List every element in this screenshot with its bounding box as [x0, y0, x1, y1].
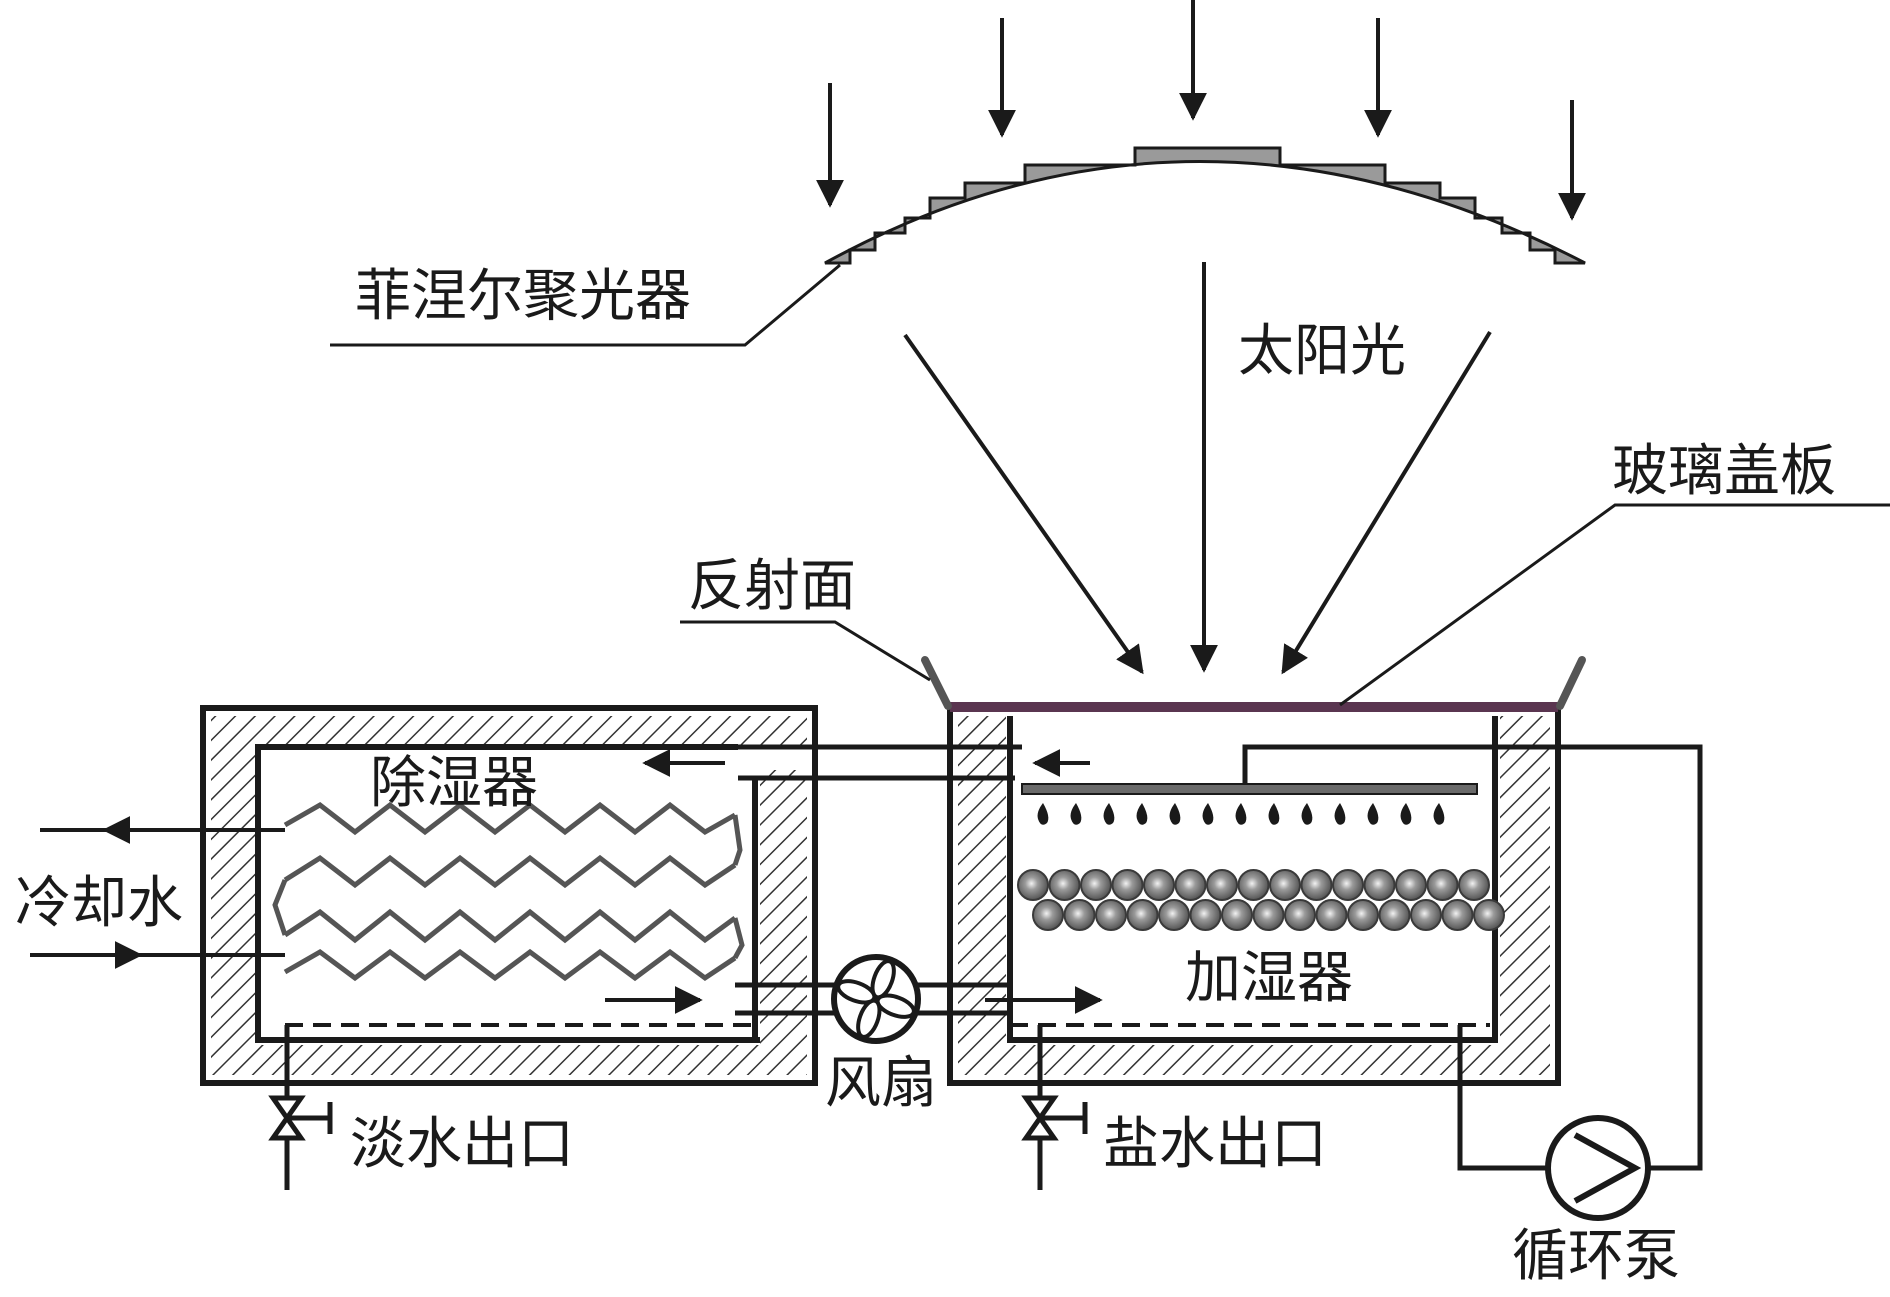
label-glass-cover: 玻璃盖板	[1612, 439, 1836, 504]
packing-tube	[1048, 869, 1081, 901]
condenser-coil	[272, 801, 745, 982]
label-reflector: 反射面	[688, 554, 856, 619]
water-droplet	[1103, 803, 1115, 825]
packing-tube	[1315, 899, 1348, 931]
packing-tube	[1206, 869, 1238, 901]
packing-tube	[1080, 869, 1112, 901]
packing-tube	[1111, 869, 1144, 901]
pump-icon	[1545, 1115, 1651, 1221]
packing-tube	[1378, 899, 1411, 931]
incoming-sunlight-arrows	[816, 0, 1586, 221]
packing-tube	[1095, 899, 1127, 931]
water-droplet	[1070, 803, 1082, 825]
label-humidifier: 加湿器	[1185, 946, 1353, 1011]
packing-tubes	[1017, 869, 1505, 931]
water-droplet	[1367, 803, 1379, 825]
packing-tube	[1410, 899, 1442, 931]
packing-tube	[1269, 869, 1301, 901]
label-fresh-water-outlet: 淡水出口	[350, 1112, 574, 1177]
leader-lines	[330, 263, 1890, 707]
water-droplet	[1301, 803, 1313, 825]
packing-tube	[1189, 899, 1222, 931]
focused-ray-arrow	[1281, 330, 1492, 675]
packing-tube	[1441, 899, 1474, 931]
water-droplet	[1268, 803, 1280, 825]
leader-fresnel	[330, 263, 841, 347]
spray-bar	[1021, 744, 1703, 1171]
concentrated-rays	[903, 262, 1492, 675]
packing-tube	[1395, 869, 1427, 901]
packing-tube	[1221, 899, 1253, 931]
packing-tube	[1252, 899, 1285, 931]
water-droplet	[1433, 803, 1445, 825]
water-droplet	[1136, 803, 1148, 825]
leader-glass-cover	[1339, 503, 1890, 707]
glass-cover	[950, 702, 1558, 712]
label-dehumidifier: 除湿器	[370, 751, 538, 816]
label-circulation-pump: 循环泵	[1512, 1224, 1680, 1289]
water-droplets	[1037, 803, 1445, 825]
water-droplet	[1202, 803, 1214, 825]
packing-tube	[1426, 869, 1459, 901]
packing-tube	[1143, 869, 1175, 901]
upper-air-duct	[738, 744, 1022, 781]
label-cooling-water: 冷却水	[15, 871, 183, 936]
dehumidifier-chamber	[200, 705, 818, 1086]
water-droplet	[1400, 803, 1412, 825]
packing-tube	[1063, 899, 1096, 931]
water-droplet	[1235, 803, 1247, 825]
valve-icon	[268, 1095, 333, 1141]
leader-reflector	[680, 620, 931, 682]
recirculation-line	[1457, 1025, 1548, 1171]
packing-tube	[1237, 869, 1270, 901]
reflector-right	[1556, 656, 1586, 710]
valve-icon	[1021, 1095, 1088, 1141]
packing-tube	[1284, 899, 1316, 931]
reflector-left	[921, 656, 952, 710]
packing-tube	[1347, 899, 1379, 931]
label-fresnel-concentrator: 菲涅尔聚光器	[355, 264, 691, 329]
label-brine-outlet: 盐水出口	[1103, 1112, 1327, 1177]
packing-tube	[1174, 869, 1207, 901]
water-droplet	[1169, 803, 1181, 825]
packing-tube	[1458, 869, 1490, 901]
label-sunlight: 太阳光	[1238, 319, 1406, 384]
reflector-surfaces	[921, 656, 1586, 710]
packing-tube	[1473, 899, 1505, 931]
fan-icon	[831, 954, 921, 1044]
focused-ray-arrow	[903, 333, 1144, 675]
packing-tube	[1332, 869, 1364, 901]
fresnel-lens	[824, 146, 1586, 265]
packing-tube	[1126, 899, 1159, 931]
packing-tube	[1363, 869, 1396, 901]
water-droplet	[1037, 803, 1049, 825]
packing-tube	[1158, 899, 1190, 931]
packing-tube	[1300, 869, 1333, 901]
water-droplet	[1334, 803, 1346, 825]
label-fan: 风扇	[825, 1051, 937, 1116]
packing-tube	[1032, 899, 1064, 931]
cooling-water-pipes	[30, 816, 285, 969]
packing-tube	[1017, 869, 1049, 901]
